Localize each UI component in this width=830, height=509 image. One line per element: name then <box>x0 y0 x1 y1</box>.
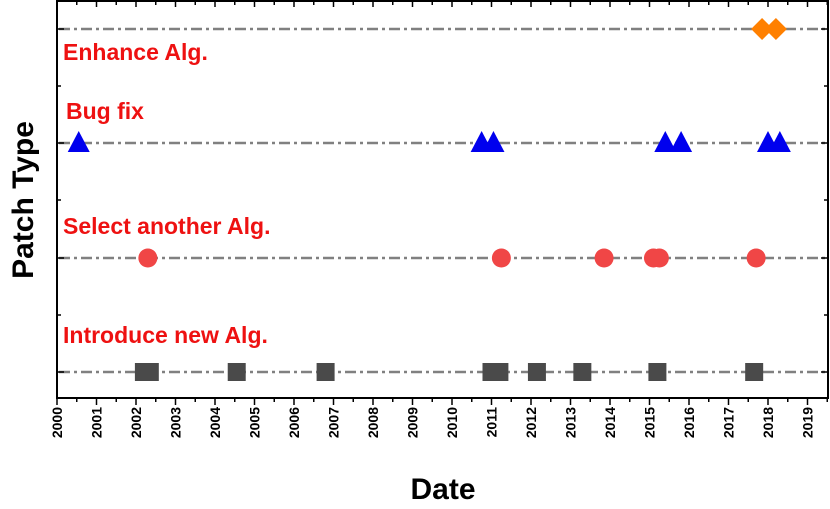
enhance-alg-point-0 <box>751 18 774 40</box>
introduce-new-alg-point-8 <box>648 363 667 381</box>
introduce-new-alg-point-6 <box>527 363 546 381</box>
row-label-enhance-alg: Enhance Alg. <box>63 39 208 65</box>
x-tick-label-2011: 2011 <box>484 407 500 438</box>
category-gridlines <box>59 27 826 374</box>
x-tick-label-2006: 2006 <box>286 407 302 438</box>
x-tick-label-2009: 2009 <box>405 407 421 438</box>
bug-fix-point-0 <box>67 131 90 152</box>
x-tick-label-2018: 2018 <box>760 407 776 438</box>
introduce-new-alg-point-7 <box>573 363 592 381</box>
introduce-new-alg-point-9 <box>745 363 764 381</box>
x-tick-label-2005: 2005 <box>247 407 263 438</box>
x-tick-label-2010: 2010 <box>444 407 460 438</box>
x-tick-label-2004: 2004 <box>207 407 223 438</box>
x-tick-label-2013: 2013 <box>563 407 579 438</box>
x-axis: 2000 2001 2002 2003 2004 2005 2006 2007 2008 2009… <box>49 1 828 438</box>
x-tick-label-2016: 2016 <box>681 407 697 438</box>
y-axis-ticks <box>57 28 828 373</box>
row-label-introduce-new-alg: Introduce new Alg. <box>63 322 268 348</box>
x-tick-label-2017: 2017 <box>721 407 737 438</box>
x-tick-label-2014: 2014 <box>602 407 618 438</box>
x-tick-label-2007: 2007 <box>326 407 342 438</box>
introduce-new-alg-point-2 <box>227 363 246 381</box>
category-labels: Introduce new Alg. Select another Alg. B… <box>63 39 270 348</box>
x-tick-label-2002: 2002 <box>128 407 144 438</box>
select-another-alg-point-4 <box>649 248 669 268</box>
x-tick-label-2000: 2000 <box>49 407 65 438</box>
bug-fix-point-6 <box>768 131 791 152</box>
introduce-new-alg-point-1 <box>140 363 159 381</box>
x-tick-label-2019: 2019 <box>800 407 816 438</box>
enhance-alg-point-1 <box>764 18 787 40</box>
x-axis-title: Date <box>410 473 475 506</box>
x-tick-label-2015: 2015 <box>642 407 658 438</box>
y-axis-title: Patch Type <box>7 121 40 279</box>
introduce-new-alg-point-5 <box>490 363 509 381</box>
data-markers <box>67 18 791 381</box>
select-another-alg-point-2 <box>594 248 614 268</box>
select-another-alg-point-0 <box>138 248 158 268</box>
bug-fix-point-2 <box>482 131 505 152</box>
row-label-select-another-alg: Select another Alg. <box>63 213 270 239</box>
select-another-alg-point-1 <box>491 248 511 268</box>
x-tick-label-2001: 2001 <box>89 407 105 438</box>
x-tick-label-2008: 2008 <box>365 407 381 438</box>
row-label-bug-fix: Bug fix <box>66 98 144 124</box>
bug-fix-point-4 <box>670 131 693 152</box>
select-another-alg-point-5 <box>746 248 766 268</box>
x-tick-label-2003: 2003 <box>168 407 184 438</box>
x-tick-label-2012: 2012 <box>523 407 539 438</box>
introduce-new-alg-point-3 <box>316 363 335 381</box>
bug-fix-point-3 <box>654 131 677 152</box>
